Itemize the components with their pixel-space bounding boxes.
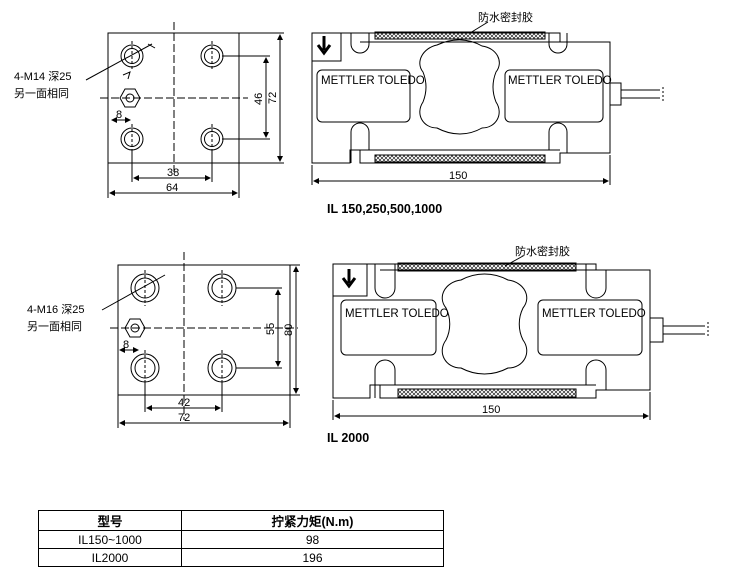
top-dim-46: 46 — [253, 93, 265, 105]
table-header-torque: 拧紧力矩(N.m) — [181, 510, 444, 531]
top-dim-38: 38 — [167, 167, 179, 179]
top-side-view — [85, 22, 284, 198]
top-hole-note-1: 4-M14 深25 — [14, 70, 71, 83]
down-arrow-icon — [341, 269, 357, 289]
top-hole-note-2: 另一面相同 — [14, 87, 69, 100]
top-dim-72: 72 — [267, 92, 279, 104]
table-header-row: 型号 拧紧力矩(N.m) — [38, 510, 444, 531]
torque-table: 型号 拧紧力矩(N.m) IL150~1000 98 IL2000 196 — [38, 510, 444, 567]
bottom-dim-72: 72 — [178, 412, 190, 424]
table-cell: 196 — [181, 548, 444, 567]
bottom-hole-note-1: 4-M16 深25 — [27, 303, 84, 316]
top-dim-64: 64 — [166, 182, 178, 194]
bottom-side-view — [101, 252, 300, 428]
bottom-dim-55: 55 — [265, 323, 277, 335]
top-brand-right: METTLER TOLEDO — [508, 75, 612, 87]
top-brand-left: METTLER TOLEDO — [321, 75, 425, 87]
bottom-dim-42: 42 — [178, 397, 190, 409]
bottom-model-caption: IL 2000 — [327, 431, 369, 445]
down-arrow-icon — [316, 36, 332, 56]
table-cell: IL150~1000 — [38, 530, 182, 549]
top-front-view — [311, 21, 664, 185]
table-cell: IL2000 — [38, 548, 182, 567]
bottom-dim-80: 80 — [283, 324, 295, 336]
bottom-waterproof-label: 防水密封胶 — [515, 244, 570, 258]
bottom-dim-150: 150 — [482, 404, 500, 416]
bottom-brand-right: METTLER TOLEDO — [542, 308, 646, 320]
bottom-front-view — [332, 255, 709, 420]
table-cell: 98 — [181, 530, 444, 549]
table-row: IL150~1000 98 — [38, 530, 444, 549]
top-dim-8: 8 — [116, 109, 122, 121]
top-dim-150: 150 — [449, 170, 467, 182]
bottom-dim-8: 8 — [123, 339, 129, 351]
bottom-hole-note-2: 另一面相同 — [27, 320, 82, 333]
table-row: IL2000 196 — [38, 548, 444, 567]
top-model-caption: IL 150,250,500,1000 — [327, 202, 442, 216]
bottom-brand-left: METTLER TOLEDO — [345, 308, 449, 320]
table-header-model: 型号 — [38, 510, 182, 531]
top-waterproof-label: 防水密封胶 — [478, 10, 533, 24]
